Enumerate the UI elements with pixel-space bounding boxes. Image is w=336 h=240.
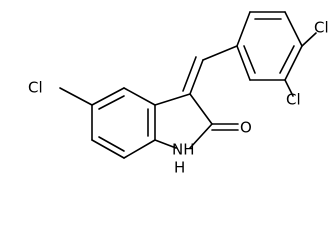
bond-c13-c14-double xyxy=(279,45,295,74)
bond-c15-c10-double xyxy=(243,45,256,74)
bond-c13-cl xyxy=(301,32,317,47)
chlorine-top-right-label: Cl xyxy=(314,19,329,37)
chlorine-left-label: Cl xyxy=(28,79,43,97)
oxygen-label: O xyxy=(240,119,252,137)
bond-c7-c9 xyxy=(189,59,204,95)
bond-c4-c5 xyxy=(91,139,125,159)
bond-n-c6 xyxy=(154,139,177,149)
bond-c2-c3-double xyxy=(98,95,125,110)
bond-c1-c7 xyxy=(154,93,191,106)
bond-c14-cl xyxy=(284,79,294,97)
molecule-structure-diagram: Cl Cl Cl O NH H xyxy=(28,11,329,177)
bond-c7-c9-double xyxy=(182,56,197,92)
bond-c7-c8 xyxy=(189,93,213,125)
bond-c12-c13 xyxy=(284,11,303,47)
bond-c8-n xyxy=(189,123,213,149)
bond-c10-c11 xyxy=(236,11,251,47)
bond-c4-c5-double xyxy=(98,136,125,152)
bond-c2-c3 xyxy=(91,87,125,106)
bond-c1-c2 xyxy=(123,87,156,106)
bond-c13-c14 xyxy=(284,45,303,81)
bond-c5-c6 xyxy=(123,139,156,159)
hydrogen-label: H xyxy=(174,159,185,177)
bond-c9-c10 xyxy=(202,45,238,61)
bond-c15-c10 xyxy=(236,45,251,81)
chlorine-right-label: Cl xyxy=(286,91,301,109)
nitrogen-label: NH xyxy=(172,141,195,159)
bond-c3-cl xyxy=(59,87,93,106)
